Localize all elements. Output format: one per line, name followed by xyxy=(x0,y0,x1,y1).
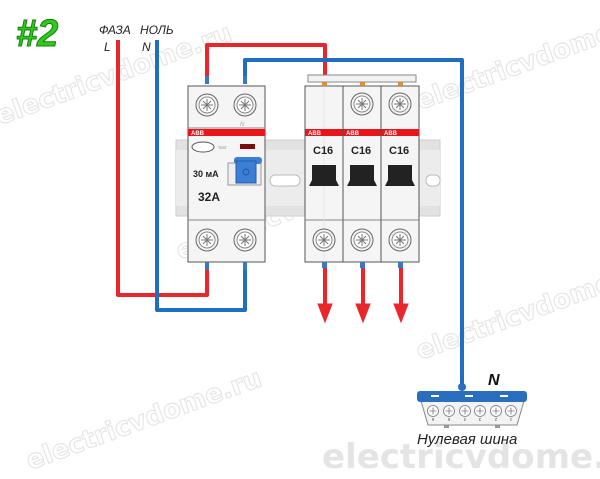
circuit-breaker-1: ABB C16 xyxy=(304,82,344,268)
neutral-letter: N xyxy=(142,40,151,54)
neutral-bus-caption: Нулевая шина xyxy=(417,431,517,448)
breaker-brand: ABB xyxy=(308,131,322,137)
watermark-main: electricvdome.ru xyxy=(322,437,600,477)
neutral-input-wire xyxy=(155,40,247,312)
test-button[interactable] xyxy=(191,141,215,153)
rcd-brand: ABB xyxy=(191,131,205,137)
breaker-rating: C16 xyxy=(389,145,409,157)
breaker-brand: ABB xyxy=(346,131,360,137)
breaker-rating: C16 xyxy=(351,145,371,157)
neutral-bus: N 6 5 4 3 2 1 Нулевая шина xyxy=(417,372,527,448)
terminal-number: 4 xyxy=(463,417,466,422)
output-arrow-3 xyxy=(393,303,409,324)
terminal-number: 1 xyxy=(509,417,512,422)
neutral-bus-wire xyxy=(243,58,464,386)
breaker-toggle[interactable] xyxy=(385,165,415,186)
rcd-rating: 32A xyxy=(198,190,220,204)
indicator-window xyxy=(240,144,255,149)
breaker-group: ABB C16 ABB C16 ABB C16 xyxy=(304,82,420,268)
rcd-sensitivity: 30 мА xyxy=(193,169,219,179)
neutral-label: НОЛЬ xyxy=(140,23,174,37)
watermark: electricvdome.ru xyxy=(412,253,600,366)
output-arrows xyxy=(317,268,409,324)
breaker-brand: ABB xyxy=(384,131,398,137)
circuit-breaker-2: ABB C16 xyxy=(342,82,382,268)
comb-busbar xyxy=(307,74,417,83)
terminal-number: 2 xyxy=(494,417,497,422)
watermark: electricvdome.ru xyxy=(22,363,266,476)
phase-label: ФАЗА xyxy=(99,23,131,37)
terminal-number: 6 xyxy=(431,417,434,422)
neutral-bus-letter: N xyxy=(488,372,500,389)
rcd-device: N ABB TEST 30 мА 32A xyxy=(187,76,266,270)
circuit-breaker-3: ABB C16 xyxy=(380,82,420,268)
breaker-toggle[interactable] xyxy=(347,165,377,186)
phase-letter: L xyxy=(104,40,111,54)
breaker-toggle[interactable] xyxy=(309,165,339,186)
phase-input-wire xyxy=(116,40,209,297)
terminal-number: 3 xyxy=(478,417,481,422)
breaker-rating: C16 xyxy=(313,145,333,157)
wires xyxy=(116,40,464,386)
output-arrow-2 xyxy=(355,303,371,324)
output-arrow-1 xyxy=(317,303,333,324)
diagram-number-badge: #2 xyxy=(16,13,58,55)
test-label: TEST xyxy=(218,146,228,150)
rcd-neutral-mark: N xyxy=(240,122,245,128)
terminal-number: 5 xyxy=(447,417,450,422)
